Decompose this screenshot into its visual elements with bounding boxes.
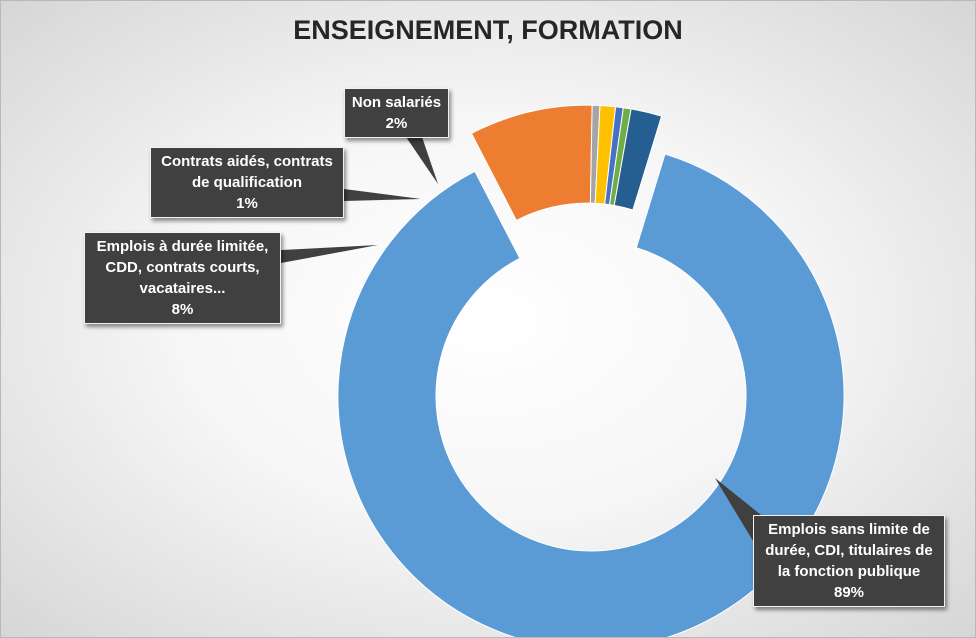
data-label-contrats-aides: Contrats aidés, contrats de qualificatio… [150, 147, 344, 218]
data-label-non-salaries: Non salariés 2% [344, 88, 449, 138]
chart-title: ENSEIGNEMENT, FORMATION [293, 15, 683, 45]
leader-line-emplois-duree-limitee [263, 245, 378, 263]
leader-line-contrats-aides [344, 189, 421, 201]
data-label-emplois-sans-limite: Emplois sans limite de durée, CDI, titul… [753, 515, 945, 607]
data-label-emplois-duree-limitee: Emplois à durée limitée, CDD, contrats c… [84, 232, 281, 324]
donut-slice-6 [613, 108, 663, 211]
donut-slice-0 [337, 153, 845, 637]
leader-line-non-salaries [404, 134, 438, 184]
